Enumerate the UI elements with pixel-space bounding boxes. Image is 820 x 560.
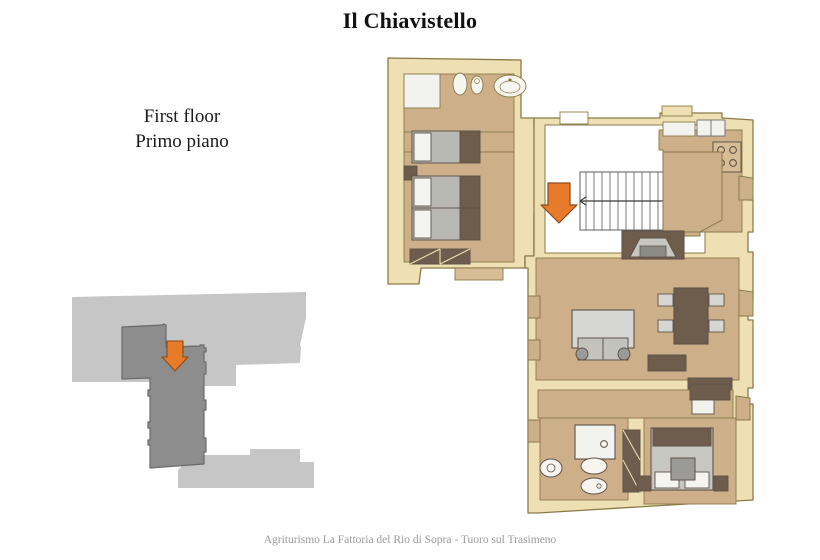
chair-icon [708, 319, 725, 333]
floor-label-italian: Primo piano [135, 131, 229, 153]
toilet-icon [452, 72, 468, 96]
fireplace-icon [621, 230, 685, 260]
sideboard-icon [647, 354, 687, 372]
window-niches-right [735, 175, 754, 421]
toilet-icon [580, 457, 608, 475]
nightstand-icon [636, 475, 652, 492]
room-bedroom-upper [403, 130, 515, 281]
sink-icon [539, 458, 563, 478]
room-bathroom-upper [403, 72, 527, 133]
floor-label: First floor Primo piano [92, 104, 272, 154]
dining-table-icon [657, 287, 725, 345]
single-bed-1 [411, 130, 481, 164]
single-bed-3 [411, 207, 481, 241]
room-living [535, 230, 740, 396]
chair-icon [657, 293, 674, 307]
sofa-icon [571, 309, 635, 361]
key-entrance-arrow [161, 340, 189, 372]
upper-cabinet-icon [662, 121, 696, 137]
chair-icon [708, 293, 725, 307]
double-bed-icon [650, 427, 714, 491]
door-icon [622, 429, 641, 493]
chair-icon [657, 319, 674, 333]
window-sill-upper [454, 267, 504, 281]
bidet-icon [580, 477, 608, 495]
room-bathroom-lower [539, 417, 641, 501]
room-kitchen [658, 119, 743, 237]
shower-tray-icon [403, 73, 441, 109]
top-wall-openings [559, 105, 693, 125]
shower-icon [574, 424, 616, 460]
desk-icon [691, 399, 715, 415]
room-bedroom-lower [636, 383, 737, 505]
nightstand-icon [713, 475, 729, 492]
footer-credit: Agriturismo La Fattoria del Rio di Sopra… [263, 534, 557, 546]
window-niches-left [527, 295, 541, 443]
window-shutter-upper [409, 248, 471, 265]
entrance-arrow [540, 182, 578, 224]
floor-label-english: First floor [143, 106, 221, 127]
page-title: Il Chiavistello [342, 8, 478, 33]
sink-icon [493, 74, 527, 98]
single-bed-2 [411, 175, 481, 209]
wardrobe-icon [689, 383, 731, 401]
bidet-icon [470, 75, 484, 95]
